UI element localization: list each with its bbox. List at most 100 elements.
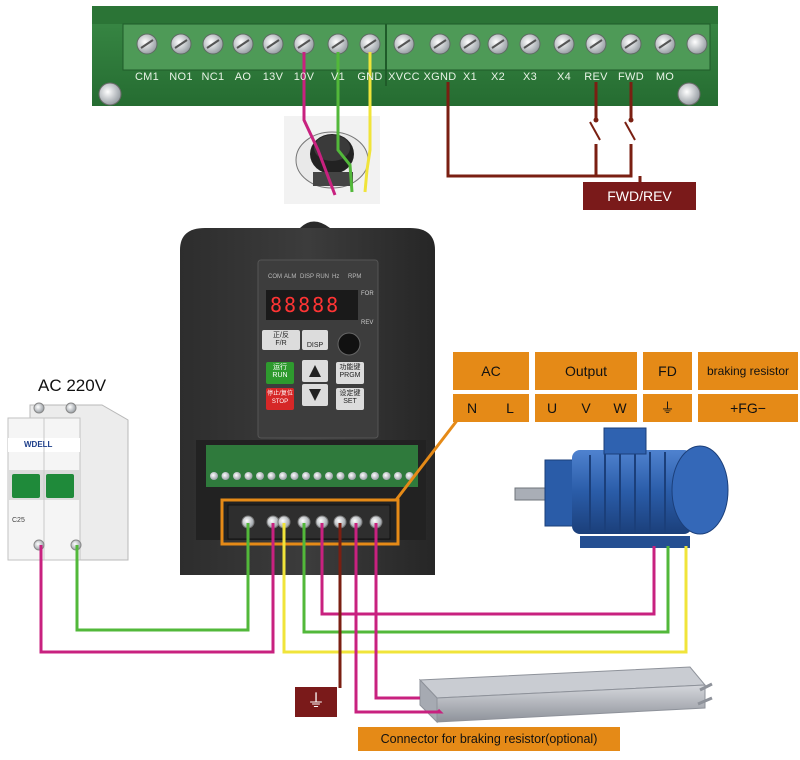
- set-key: [336, 388, 364, 410]
- terminal-label: X2: [490, 71, 506, 83]
- fwd-rev-label: FWD/REV: [583, 182, 696, 210]
- terminal-screws: [136, 33, 708, 55]
- terminal-label: X3: [522, 71, 538, 83]
- control-terminal-screw-icon: [244, 472, 253, 480]
- screw-slot: [206, 39, 220, 49]
- terminal-label: CM1: [134, 71, 160, 83]
- speed-knob: [337, 332, 361, 356]
- control-terminal-screw-icon: [382, 472, 391, 480]
- legend-term-w: W: [603, 394, 637, 422]
- screw-slot: [236, 39, 250, 49]
- for-label: FOR: [361, 291, 374, 297]
- control-board: [92, 6, 718, 106]
- terminal-label: X4: [556, 71, 572, 83]
- control-terminal-screw-icon: [233, 472, 241, 480]
- control-terminal-screw-icon: [279, 472, 287, 480]
- ac-supply-label: AC 220V: [38, 376, 107, 395]
- indicator-label: DISP: [300, 274, 315, 280]
- legend-header-fd: FD: [643, 352, 692, 390]
- terminal-label: REV: [584, 71, 608, 83]
- legend-header-ac: AC: [453, 352, 529, 390]
- legend-term-n: N: [453, 394, 491, 422]
- control-terminal-screw-icon: [313, 472, 322, 480]
- terminal-label: MO: [655, 71, 675, 83]
- down-arrow-icon: [309, 389, 321, 401]
- control-terminal-screw-icon: [210, 472, 218, 480]
- terminal-label: V1: [330, 71, 346, 83]
- control-terminal-screw-icon: [267, 472, 276, 480]
- screw-slot: [174, 39, 188, 49]
- screw-slot: [433, 39, 447, 49]
- indicator-label: Hz: [332, 274, 340, 280]
- terminal-label: NC1: [201, 71, 225, 83]
- control-terminal-screw-icon: [325, 472, 333, 480]
- earth-ground-icon: ⏚: [307, 691, 325, 711]
- screw-slot: [589, 39, 603, 49]
- braking-resistor: [418, 666, 713, 724]
- screw-slot: [557, 39, 571, 49]
- screw-slot: [266, 39, 280, 49]
- legend-term-v: V: [569, 394, 603, 422]
- mount-screw-icon: [98, 82, 122, 106]
- screw-slot: [624, 39, 638, 49]
- control-terminal-screw-icon: [256, 472, 264, 480]
- screw-slot: [140, 39, 154, 49]
- power-wiring: [39, 523, 688, 714]
- breaker-brand: WDELL: [24, 440, 53, 449]
- disp-key-label: DISP: [306, 342, 324, 349]
- stop-key: [266, 388, 294, 410]
- terminal-screw-icon: [686, 33, 708, 55]
- control-terminal-screw-icon: [359, 472, 368, 480]
- braking-resistor-caption: Connector for braking resistor(optional): [358, 727, 620, 751]
- fr-key: [262, 330, 300, 350]
- terminal-label: X1: [462, 71, 478, 83]
- inverter: [180, 221, 464, 575]
- legend-term-l: L: [491, 394, 529, 422]
- indicator-label: RUN: [316, 274, 329, 280]
- run-key: [266, 362, 294, 384]
- indicator-label: COM: [268, 274, 282, 280]
- up-arrow-icon: [309, 365, 321, 377]
- terminal-label: XGND: [423, 71, 457, 83]
- indicator-label: ALM: [284, 274, 297, 280]
- screw-slot: [658, 39, 672, 49]
- disp-key: [302, 330, 328, 350]
- control-terminal-screw-icon: [348, 472, 356, 480]
- rev-label: REV: [361, 320, 374, 326]
- breaker-rating: C25: [12, 517, 25, 524]
- led-display: 88888: [270, 293, 341, 317]
- terminal-label: 10V: [293, 71, 315, 83]
- terminal-label: AO: [234, 71, 252, 83]
- legend-header-output: Output: [535, 352, 637, 390]
- fwd-rev-switches: [446, 82, 642, 186]
- terminal-label: NO1: [169, 71, 193, 83]
- screw-slot: [297, 39, 311, 49]
- screw-slot: [491, 39, 505, 49]
- screw-slot: [331, 39, 345, 49]
- control-terminal-screw-icon: [394, 472, 402, 480]
- indicator-label: RPM: [348, 274, 362, 280]
- control-terminal-screw-icon: [302, 472, 310, 480]
- terminal-label: FWD: [618, 71, 644, 83]
- terminal-label: GND: [357, 71, 383, 83]
- ground-icon: ⏚: [643, 394, 692, 422]
- terminal-label: 13V: [262, 71, 284, 83]
- screw-slot: [463, 39, 477, 49]
- legend-term-fg: +FG−: [698, 394, 798, 422]
- control-terminal-screw-icon: [371, 472, 379, 480]
- screw-slot: [523, 39, 537, 49]
- control-terminal-screw-icon: [290, 472, 299, 480]
- potentiometer-wires: [302, 52, 372, 196]
- screw-slot: [363, 39, 377, 49]
- motor: [514, 427, 729, 548]
- power-terminal-highlight: [220, 498, 400, 546]
- legend-term-u: U: [535, 394, 569, 422]
- control-terminal-block: [210, 472, 414, 480]
- control-terminal-screw-icon: [221, 472, 230, 480]
